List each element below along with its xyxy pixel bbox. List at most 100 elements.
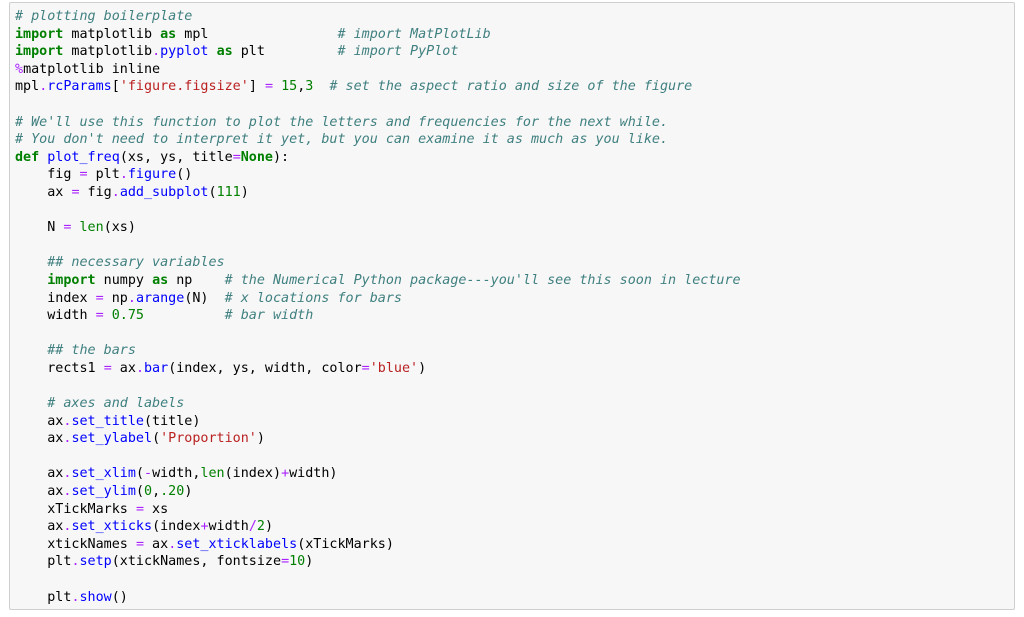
code-token: len [200, 466, 225, 482]
code-token: . [135, 360, 144, 376]
code-line: # We'll use this function to plot the le… [15, 114, 741, 132]
code-line: index = np.arange(N) # x locations for b… [15, 290, 741, 308]
code-line: # axes and labels [15, 395, 741, 413]
code-line: # You don't need to interpret it yet, bu… [15, 131, 741, 149]
code-token: plt [15, 554, 72, 570]
code-line [15, 325, 741, 343]
code-line: ## necessary variables [15, 254, 741, 272]
code-token: as [216, 44, 233, 60]
code-token: plt [87, 167, 120, 183]
code-token: width, [152, 466, 201, 482]
code-token: fig [15, 167, 80, 183]
code-line: xTickMarks = xs [15, 501, 741, 519]
code-token: (N) [184, 290, 225, 306]
code-line [15, 202, 741, 220]
code-token: len [79, 220, 104, 236]
code-token: . [152, 44, 161, 60]
code-token: ( [135, 484, 144, 500]
code-token: set_title [71, 413, 144, 429]
code-token: xs [144, 501, 169, 517]
code-token: # plotting boilerplate [15, 9, 193, 24]
code-token: (index) [224, 466, 282, 482]
code-token: 'blue' [369, 360, 419, 376]
code-token: ## necessary variables [15, 255, 225, 271]
code-token [144, 308, 225, 323]
code-token: N [15, 220, 64, 236]
code-token: (xs, ys, title [119, 149, 233, 165]
code-line: %matplotlib inline [15, 61, 741, 79]
code-line: ax.set_ylim(0,.20) [15, 483, 741, 501]
code-token: 3 [305, 79, 314, 95]
code-token [313, 79, 329, 94]
code-token: rects1 [15, 360, 104, 376]
code-token: + [281, 466, 290, 482]
code-token: matplotlib [63, 44, 153, 60]
code-line: ## the bars [15, 342, 741, 360]
code-token [209, 44, 217, 59]
code-token: # set the aspect ratio and size of the f… [329, 79, 693, 95]
code-token: ax [15, 484, 64, 500]
code-token: plt [15, 589, 72, 605]
code-token: ( [208, 184, 217, 200]
code-token: mpl [15, 79, 40, 95]
code-token: ax [15, 519, 64, 535]
code-line: ax.set_ylabel('Proportion') [15, 430, 741, 448]
code-line: import numpy as np # the Numerical Pytho… [15, 272, 740, 290]
code-token: ax [15, 431, 64, 447]
code-token: ) [305, 554, 314, 570]
code-token: ax [15, 466, 64, 482]
code-token: plt [232, 44, 338, 60]
code-token: # We'll use this function to plot the le… [15, 114, 669, 130]
code-token: # bar width [224, 308, 314, 324]
code-token: (xtickNames, fontsize [111, 554, 282, 570]
code-token: ) [264, 519, 273, 535]
code-line: rects1 = ax.bar(index, ys, width, color=… [15, 360, 741, 378]
code-token: . [71, 589, 80, 605]
code-token: xTickMarks [15, 501, 136, 517]
code-cell[interactable]: # plotting boilerplate import matplotlib … [9, 2, 1015, 610]
code-token: bar [144, 360, 169, 376]
code-token: . [168, 536, 177, 552]
code-token: = [264, 79, 273, 95]
code-token: 'Proportion' [160, 431, 257, 447]
code-token: .20 [160, 484, 185, 500]
code-token: matplotlib [63, 26, 161, 42]
code-line: width = 0.75 # bar width [15, 307, 741, 325]
code-token: # import PyPlot [337, 44, 459, 60]
code-token: . [119, 167, 128, 183]
code-token: . [111, 184, 120, 200]
code-line [15, 571, 741, 589]
code-token: figure [127, 167, 177, 183]
code-token: () [111, 589, 128, 605]
code-line: xtickNames = ax.set_xticklabels(xTickMar… [15, 536, 741, 554]
code-token: . [71, 554, 80, 570]
code-token: add_subplot [119, 184, 209, 200]
code-token: # You don't need to interpret it yet, bu… [15, 132, 669, 148]
code-token: . [63, 431, 72, 447]
code-editor[interactable]: # plotting boilerplate import matplotlib … [15, 8, 741, 606]
code-token: width [208, 519, 249, 535]
code-line: ax = fig.add_subplot(111) [15, 184, 741, 202]
code-token: import [15, 44, 64, 60]
code-token: rcParams [47, 79, 112, 95]
code-token: import [15, 26, 64, 42]
code-token: = [71, 184, 80, 200]
code-line: plt.show() [15, 589, 741, 607]
code-token: 15 [281, 79, 298, 95]
code-line: import matplotlib as mpl # import MatPlo… [15, 26, 741, 44]
code-token: . [39, 79, 48, 95]
code-token: ) [256, 431, 265, 447]
code-token: index [15, 290, 96, 306]
code-token: matplotlib inline [23, 61, 161, 77]
code-token: setp [79, 554, 112, 570]
code-token: (title) [144, 413, 201, 429]
code-token: ) [418, 360, 427, 376]
code-token: xtickNames [15, 536, 136, 552]
code-token: as [152, 272, 169, 288]
code-token: arange [135, 290, 185, 306]
code-token: (xs) [103, 220, 136, 236]
code-line [15, 377, 741, 395]
code-token: = [281, 554, 290, 570]
code-token [15, 273, 47, 288]
code-token: ax [15, 413, 64, 429]
